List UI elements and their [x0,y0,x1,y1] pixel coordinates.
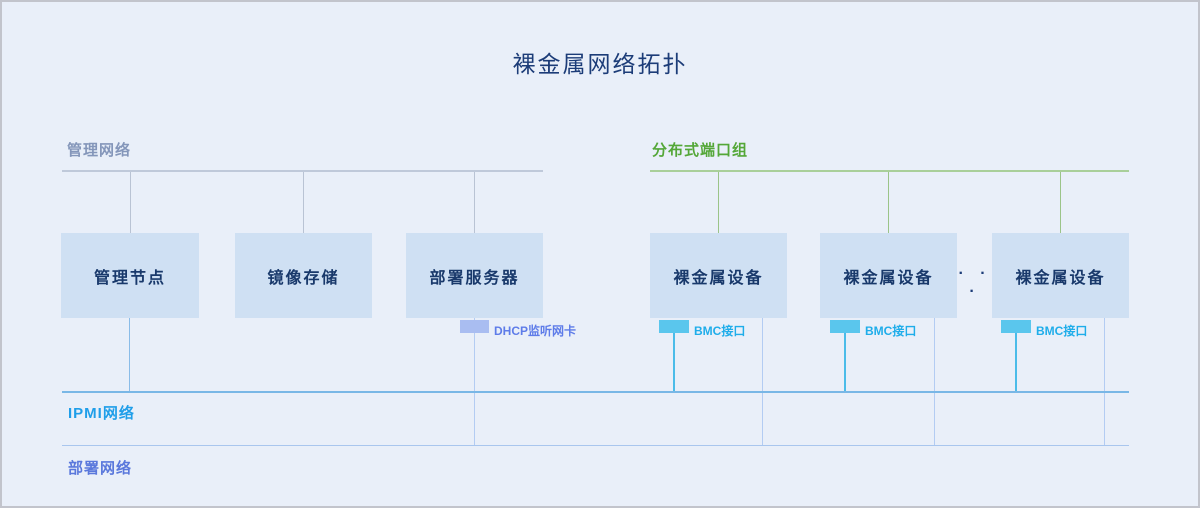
bmc-port-label: BMC接口 [1036,324,1088,338]
bmc-port-chip [1001,320,1031,333]
distributed-port-group-bus-line [650,170,1129,172]
management-drop-line [130,172,131,233]
ipmi-network-line [62,391,1129,393]
port-group-drop-line [1060,172,1061,233]
node-label: 部署服务器 [429,269,520,287]
management-drop-line [474,172,475,233]
bmc-port-chip [830,320,860,333]
more-devices-ellipsis: · · · [958,265,992,300]
bmc-to-ipmi-line [673,333,675,391]
deployment-network-line [62,445,1129,446]
management-node-to-ipmi-line [129,318,130,391]
port-group-drop-line [718,172,719,233]
bmc-to-ipmi-line [1015,333,1017,391]
bmc-port-chip [659,320,689,333]
management-drop-line [303,172,304,233]
device-to-deployment-line [934,318,935,445]
node-label: 裸金属设备 [1015,269,1106,287]
management-network-bus-line [62,170,543,172]
bmc-to-ipmi-line [844,333,846,391]
node-label: 镜像存储 [267,269,340,287]
deploy-server-to-deployment-line [474,318,475,445]
bmc-port-label: BMC接口 [694,324,746,338]
deployment-network-label: 部署网络 [68,460,133,477]
node-bare-metal-device-2: 裸金属设备 [820,233,957,318]
device-to-deployment-line [762,318,763,445]
node-management-node: 管理节点 [61,233,199,318]
port-group-drop-line [888,172,889,233]
node-bare-metal-device-1: 裸金属设备 [650,233,787,318]
management-network-label: 管理网络 [67,142,132,159]
bmc-port-label: BMC接口 [865,324,917,338]
distributed-port-group-label: 分布式端口组 [652,142,749,159]
node-label: 管理节点 [93,269,166,287]
node-bare-metal-device-3: 裸金属设备 [992,233,1129,318]
device-to-deployment-line [1104,318,1105,445]
diagram-title: 裸金属网络拓扑 [512,51,688,77]
node-label: 裸金属设备 [673,269,764,287]
node-label: 裸金属设备 [843,269,934,287]
node-deploy-server: 部署服务器 [406,233,543,318]
dhcp-nic-label: DHCP监听网卡 [494,324,577,338]
ipmi-network-label: IPMI网络 [68,405,135,422]
node-image-storage: 镜像存储 [235,233,372,318]
dhcp-nic-chip [460,320,489,333]
